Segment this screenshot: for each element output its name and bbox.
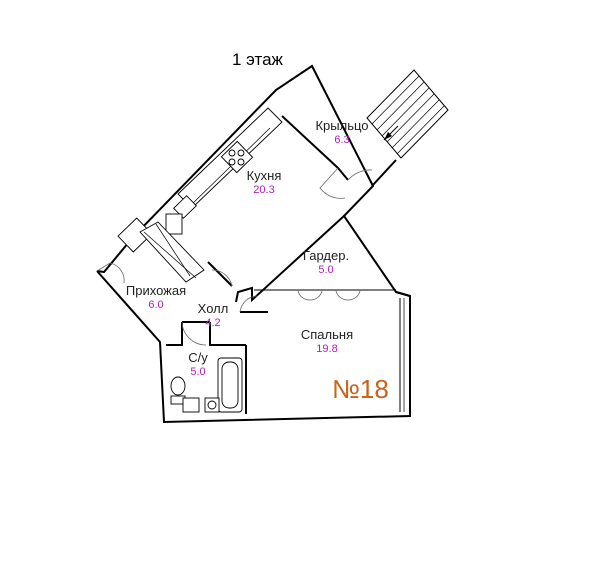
stairs — [366, 69, 449, 159]
room-area: 6.0 — [148, 298, 164, 311]
room-area: 5.0 — [190, 365, 206, 378]
room-name: Прихожая — [125, 283, 187, 298]
room-kitchen: Кухня 20.3 — [247, 168, 282, 197]
bathroom-fixtures — [170, 357, 243, 413]
room-name: Кухня — [246, 168, 282, 183]
room-name: Крыльцо — [315, 118, 369, 133]
room-hall: Холл 4.2 — [198, 301, 229, 330]
room-porch: Крыльцо 6.3 — [315, 118, 368, 147]
room-wardrobe: Гардер. 5.0 — [303, 248, 349, 277]
room-name: Спальня — [300, 327, 354, 342]
room-bedroom: Спальня 19.8 — [301, 327, 353, 356]
room-area: 5.0 — [318, 263, 334, 276]
interior-walls — [166, 115, 396, 414]
room-name: Гардер. — [302, 248, 350, 263]
floor-title: 1 этаж — [232, 50, 283, 69]
unit-number: №18 — [332, 374, 389, 404]
room-area: 6.3 — [334, 133, 350, 146]
room-area: 19.8 — [316, 342, 338, 355]
room-hallway: Прихожая 6.0 — [126, 283, 186, 312]
room-bathroom: С/у 5.0 — [188, 350, 208, 379]
room-area: 20.3 — [253, 183, 275, 196]
wardrobe — [139, 221, 205, 283]
room-area: 4.2 — [205, 316, 221, 329]
room-name: С/у — [188, 350, 208, 365]
kitchen-counter — [117, 107, 283, 253]
doors — [96, 167, 373, 346]
room-name: Холл — [197, 301, 229, 316]
